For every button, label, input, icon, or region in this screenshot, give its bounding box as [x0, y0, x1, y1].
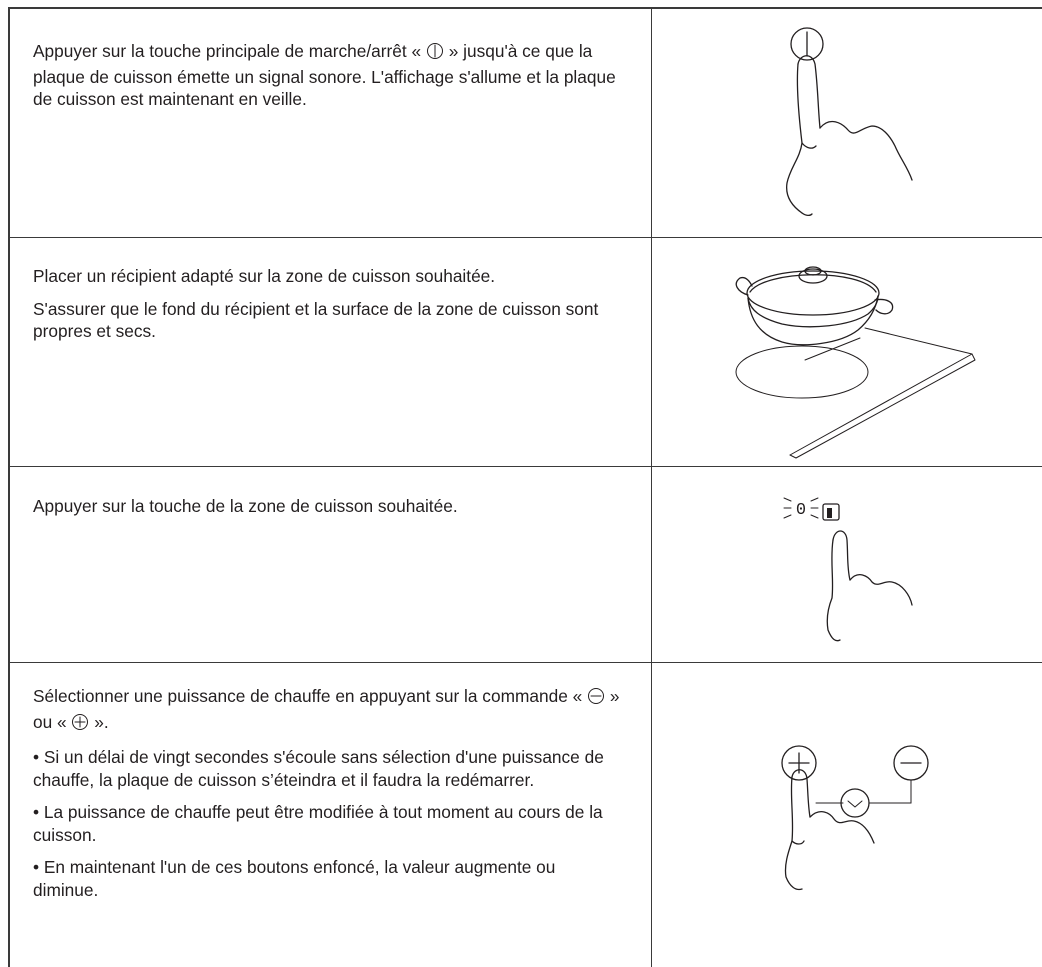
step-4-intro: Sélectionner une puissance de chauffe en… — [33, 685, 623, 736]
table-column-divider — [651, 7, 652, 967]
step-4-bullet-1: • Si un délai de vingt secondes s'écoule… — [33, 747, 604, 790]
row-divider-1 — [8, 237, 1042, 238]
display-digit: 0 — [796, 501, 806, 520]
step-3-paragraph-1: Appuyer sur la touche de la zone de cuis… — [33, 496, 458, 516]
step-1-text-part-2: » — [443, 41, 459, 61]
step-2-text: Placer un récipient adapté sur la zone d… — [33, 265, 623, 353]
step-2-paragraph-2: S'assurer que le fond du récipient et la… — [33, 298, 599, 342]
finger-pressing-plus-minus-slider-icon — [770, 735, 970, 925]
row-divider-3 — [8, 662, 1042, 663]
step-4-intro-part-3: ». — [89, 711, 109, 732]
plus-circle-icon — [71, 713, 89, 737]
finger-pressing-zone-button-icon: 0 — [780, 480, 930, 650]
step-4-text: Sélectionner une puissance de chauffe en… — [33, 685, 623, 911]
step-2-paragraph-1: Placer un récipient adapté sur la zone d… — [33, 266, 496, 286]
step-1-text: Appuyer sur la touche principale de marc… — [33, 40, 623, 111]
step-4-bullet-2: • La puissance de chauffe peut être modi… — [33, 802, 603, 845]
pot-on-cooking-zone-icon — [720, 250, 980, 460]
minus-circle-icon — [587, 687, 605, 711]
table-left-rule — [8, 7, 10, 967]
step-4-bullet-3: • En maintenant l'un de ces boutons enfo… — [33, 857, 556, 900]
table-top-rule — [8, 7, 1042, 9]
row-divider-2 — [8, 466, 1042, 467]
step-1-text-part-1: Appuyer sur la touche principale de marc… — [33, 41, 426, 61]
step-1-text-part-3: jusqu'à ce que la plaque de cuisson émet… — [33, 41, 616, 109]
step-4-intro-part-2: » ou « — [33, 686, 620, 732]
power-symbol-icon — [426, 42, 444, 66]
finger-pressing-power-button-icon — [760, 18, 930, 228]
step-3-text: Appuyer sur la touche de la zone de cuis… — [33, 495, 623, 528]
step-4-intro-part-1: Sélectionner une puissance de chauffe en… — [33, 686, 588, 706]
